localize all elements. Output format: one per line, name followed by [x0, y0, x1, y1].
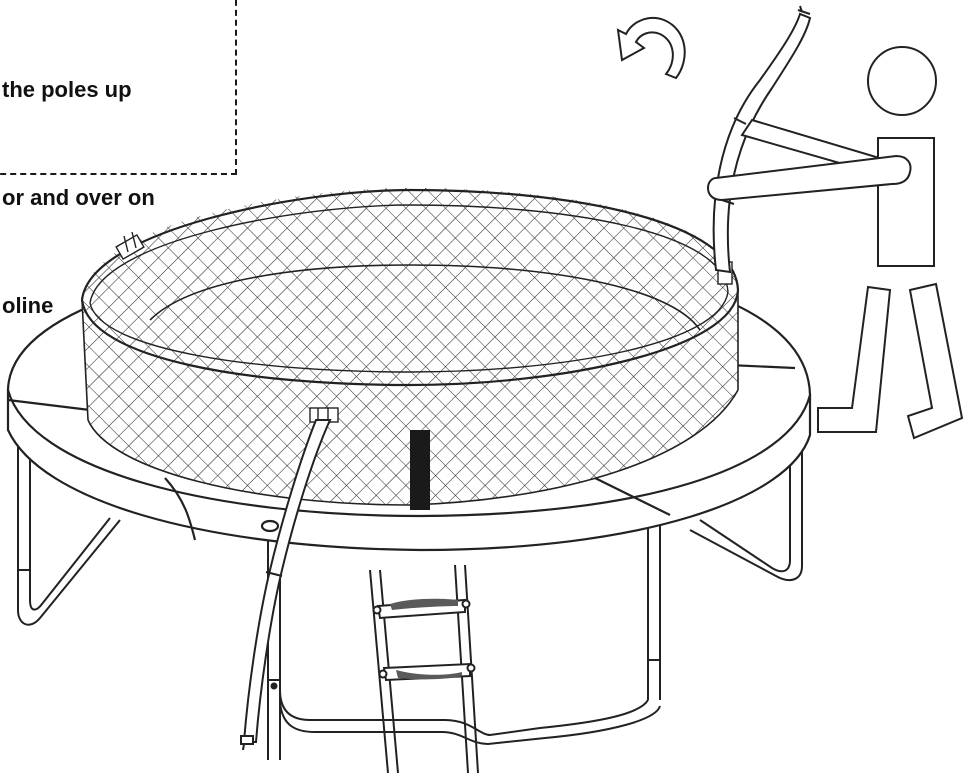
ladder	[370, 565, 478, 773]
person-head	[868, 47, 936, 115]
net-door-strap	[410, 430, 430, 510]
person-leg-left	[818, 287, 890, 432]
instruction-line-2: or and over on	[2, 180, 237, 216]
person-leg-right	[908, 284, 962, 438]
instruction-text: the poles up or and over on oline	[2, 0, 237, 396]
rotation-arrow-icon	[618, 18, 685, 78]
instruction-callout: the poles up or and over on oline	[0, 0, 237, 175]
instruction-line-1: the poles up	[2, 72, 237, 108]
instruction-line-3: oline	[2, 288, 237, 324]
